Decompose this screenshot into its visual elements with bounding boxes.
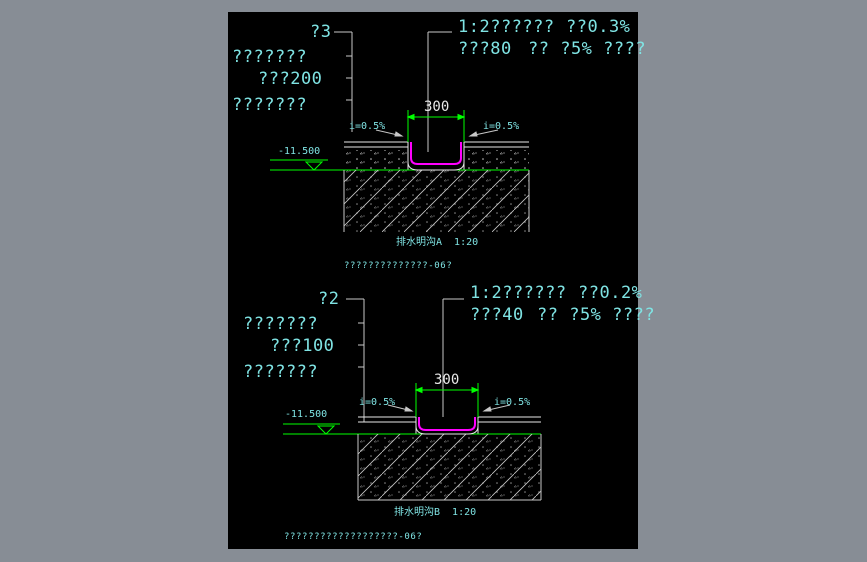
detail-b-slope-right: i=0.5%: [494, 397, 531, 408]
detail-b-layer-leader: [346, 298, 365, 422]
detail-b-layer-line-3: ???????: [243, 362, 319, 382]
detail-a-spec-leader: [427, 31, 452, 152]
detail-a-drawing: [270, 31, 530, 232]
detail-b-spec-note: ?? ?5% ????: [537, 305, 656, 325]
detail-b-channel: [418, 417, 476, 431]
detail-a-title: 排水明沟A 1:20: [396, 237, 479, 248]
detail-b-slab: [358, 416, 541, 434]
detail-a-elevation: -11.500: [278, 146, 321, 157]
detail-b-layer-tag: ?2: [318, 289, 340, 309]
detail-a-layer-line-2: ???200: [258, 69, 323, 89]
detail-a-layer-leader: [334, 31, 353, 132]
detail-b-spec-leader: [442, 298, 464, 417]
detail-b-slope-leaders: [387, 404, 511, 412]
detail-a-layer-line-1: ???????: [232, 47, 308, 67]
detail-a-slab: [344, 141, 529, 170]
detail-a-spec-slope: ??0.3%: [566, 17, 631, 37]
detail-b-elevation-marker: [283, 423, 340, 435]
detail-b-elevation: -11.500: [285, 409, 328, 420]
detail-b-spec-line-1: 1:2??????: [470, 283, 567, 303]
detail-a-channel: [410, 142, 462, 165]
detail-a-elevation-marker: [270, 159, 328, 171]
detail-a-width-label: 300: [424, 99, 450, 115]
detail-b-spec-line-2: ???40: [470, 305, 524, 325]
drawing-canvas: [270, 31, 542, 501]
detail-b-slope-left: i=0.5%: [359, 397, 396, 408]
detail-a-slope-leaders: [375, 129, 499, 137]
detail-a-width-dimension: [406, 110, 466, 142]
drawing-sheet: ?3 ??????? ???200 ??????? 1:2?????? ??0.…: [228, 12, 655, 549]
detail-b-drawing: [283, 298, 542, 501]
detail-a-spec-line-1: 1:2??????: [458, 17, 555, 37]
detail-b-title: 排水明沟B 1:20: [394, 507, 477, 518]
detail-b-width-dimension: [414, 383, 480, 417]
detail-a-layer-tag: ?3: [310, 22, 332, 42]
detail-b-spec-slope: ??0.2%: [578, 283, 643, 303]
detail-a-slope-left: i=0.5%: [349, 121, 386, 132]
detail-b-layer-line-1: ???????: [243, 314, 319, 334]
detail-a-spec-line-2: ???80: [458, 39, 512, 59]
detail-b-width-label: 300: [434, 372, 460, 388]
detail-b-layer-line-2: ???100: [270, 336, 335, 356]
detail-a-subtitle: ??????????????-06?: [344, 261, 453, 271]
detail-a-spec-note: ?? ?5% ????: [528, 39, 647, 59]
detail-a-layer-line-3: ???????: [232, 95, 308, 115]
detail-b-subtitle: ???????????????????-06?: [284, 532, 423, 542]
detail-a-slope-right: i=0.5%: [483, 121, 520, 132]
